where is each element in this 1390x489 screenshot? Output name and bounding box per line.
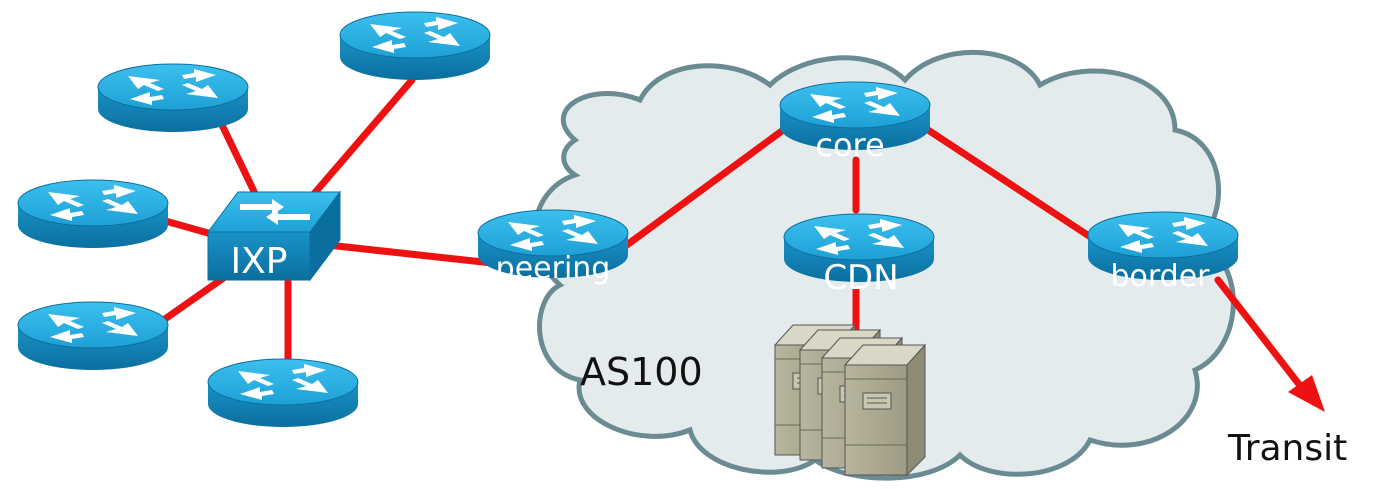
- link-peering-core: [616, 121, 794, 254]
- link-peer-left: [158, 216, 219, 239]
- peering-label: peering: [496, 251, 611, 286]
- switch-icon: [207, 190, 341, 282]
- as-label: AS100: [580, 350, 703, 394]
- arrow-icon: [1288, 375, 1325, 412]
- cdn-label: CDN: [823, 258, 898, 298]
- transit-label: Transit: [1227, 428, 1347, 469]
- link-border-transit: [1214, 276, 1309, 396]
- router-icon: [339, 11, 491, 81]
- router-icon: [17, 179, 169, 249]
- link-core-border: [921, 124, 1096, 242]
- links: [151, 76, 1309, 396]
- router-icon: [97, 63, 249, 133]
- cdn-server-rack: [774, 324, 926, 476]
- core-label: core: [815, 126, 884, 164]
- link-ixp-peering: [324, 241, 496, 267]
- ixp-label: IXP: [231, 241, 288, 282]
- server-icon: [844, 344, 926, 476]
- router-icon: [17, 301, 169, 371]
- link-peer-bottom-left: [151, 268, 236, 330]
- link-peer-top: [296, 76, 416, 214]
- border-label: border: [1110, 259, 1210, 294]
- router-icon: [207, 358, 359, 428]
